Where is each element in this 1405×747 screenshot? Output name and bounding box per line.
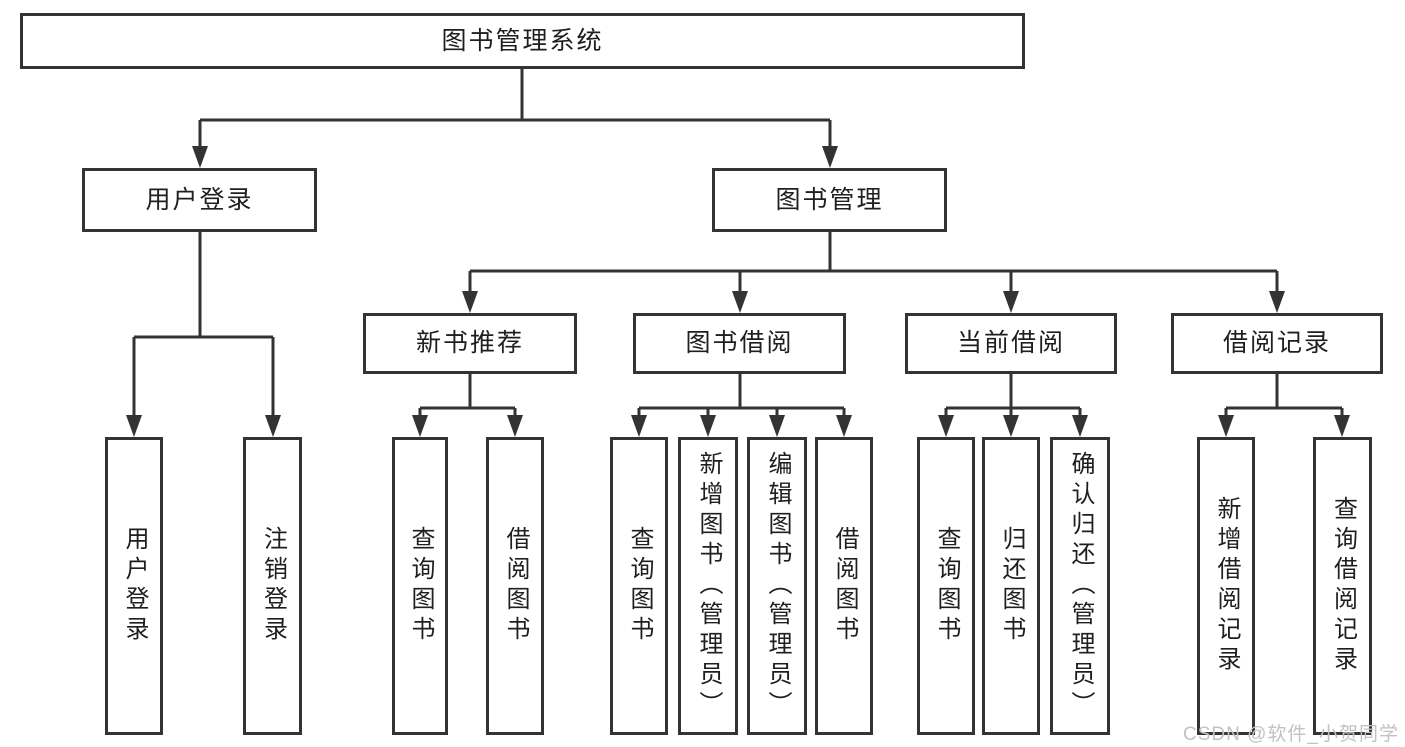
leaf-add-books-admin-label: 新增图书（管理员）: [695, 451, 722, 721]
connectors-root: [192, 69, 838, 168]
connectors-borrow-records: [1218, 374, 1350, 437]
node-book-borrowing: 图书借阅: [633, 313, 846, 374]
node-current-borrowing-label: 当前借阅: [956, 329, 1065, 357]
leaf-return-books: 归还图书: [982, 437, 1040, 735]
node-book-borrowing-label: 图书借阅: [685, 329, 794, 357]
leaf-query-books-2-label: 查询图书: [626, 526, 653, 646]
leaf-edit-books-admin: 编辑图书（管理员）: [747, 437, 807, 735]
node-library-system: 图书管理系统: [20, 13, 1025, 69]
leaf-query-books-2: 查询图书: [610, 437, 668, 735]
leaf-query-borrow-record-label: 查询借阅记录: [1329, 496, 1357, 676]
leaf-add-borrow-record-label: 新增借阅记录: [1213, 496, 1240, 676]
leaf-confirm-return-admin: 确认归还（管理员）: [1050, 437, 1110, 735]
leaf-logout: 注销登录: [243, 437, 302, 735]
leaf-add-books-admin: 新增图书（管理员）: [678, 437, 738, 735]
leaf-user-login: 用户登录: [105, 437, 163, 735]
leaf-return-books-label: 归还图书: [998, 526, 1025, 646]
leaf-logout-label: 注销登录: [259, 526, 287, 646]
leaf-confirm-return-admin-label: 确认归还（管理员）: [1067, 451, 1094, 721]
node-borrowing-records: 借阅记录: [1171, 313, 1383, 374]
node-new-book-recommendation: 新书推荐: [363, 313, 577, 374]
leaf-borrow-books-1-label: 借阅图书: [502, 526, 529, 646]
leaf-add-borrow-record: 新增借阅记录: [1197, 437, 1255, 735]
leaf-borrow-books-2-label: 借阅图书: [831, 526, 858, 646]
leaf-query-books-1: 查询图书: [392, 437, 448, 735]
node-user-login: 用户登录: [82, 168, 317, 232]
node-borrowing-records-label: 借阅记录: [1222, 329, 1331, 357]
node-new-book-recommendation-label: 新书推荐: [415, 329, 524, 357]
csdn-watermark: CSDN @软件_小贺同学: [1183, 724, 1399, 745]
node-current-borrowing: 当前借阅: [905, 313, 1117, 374]
leaf-borrow-books-2: 借阅图书: [815, 437, 873, 735]
leaf-query-books-3-label: 查询图书: [933, 526, 960, 646]
connectors-book-borrow: [631, 374, 852, 437]
node-user-login-label: 用户登录: [145, 185, 254, 214]
connectors-book-mgmt: [462, 232, 1285, 313]
leaf-query-books-3: 查询图书: [917, 437, 975, 735]
leaf-query-books-1-label: 查询图书: [407, 526, 434, 646]
connectors-user-login: [126, 232, 281, 437]
node-book-management: 图书管理: [712, 168, 947, 232]
leaf-edit-books-admin-label: 编辑图书（管理员）: [764, 451, 791, 721]
node-library-system-label: 图书管理系统: [441, 26, 604, 55]
leaf-query-borrow-record: 查询借阅记录: [1313, 437, 1372, 735]
connectors-new-book-rec: [412, 374, 523, 437]
connectors-current-borrow: [938, 374, 1088, 437]
node-book-management-label: 图书管理: [775, 185, 884, 214]
leaf-user-login-label: 用户登录: [121, 526, 148, 646]
leaf-borrow-books-1: 借阅图书: [486, 437, 544, 735]
